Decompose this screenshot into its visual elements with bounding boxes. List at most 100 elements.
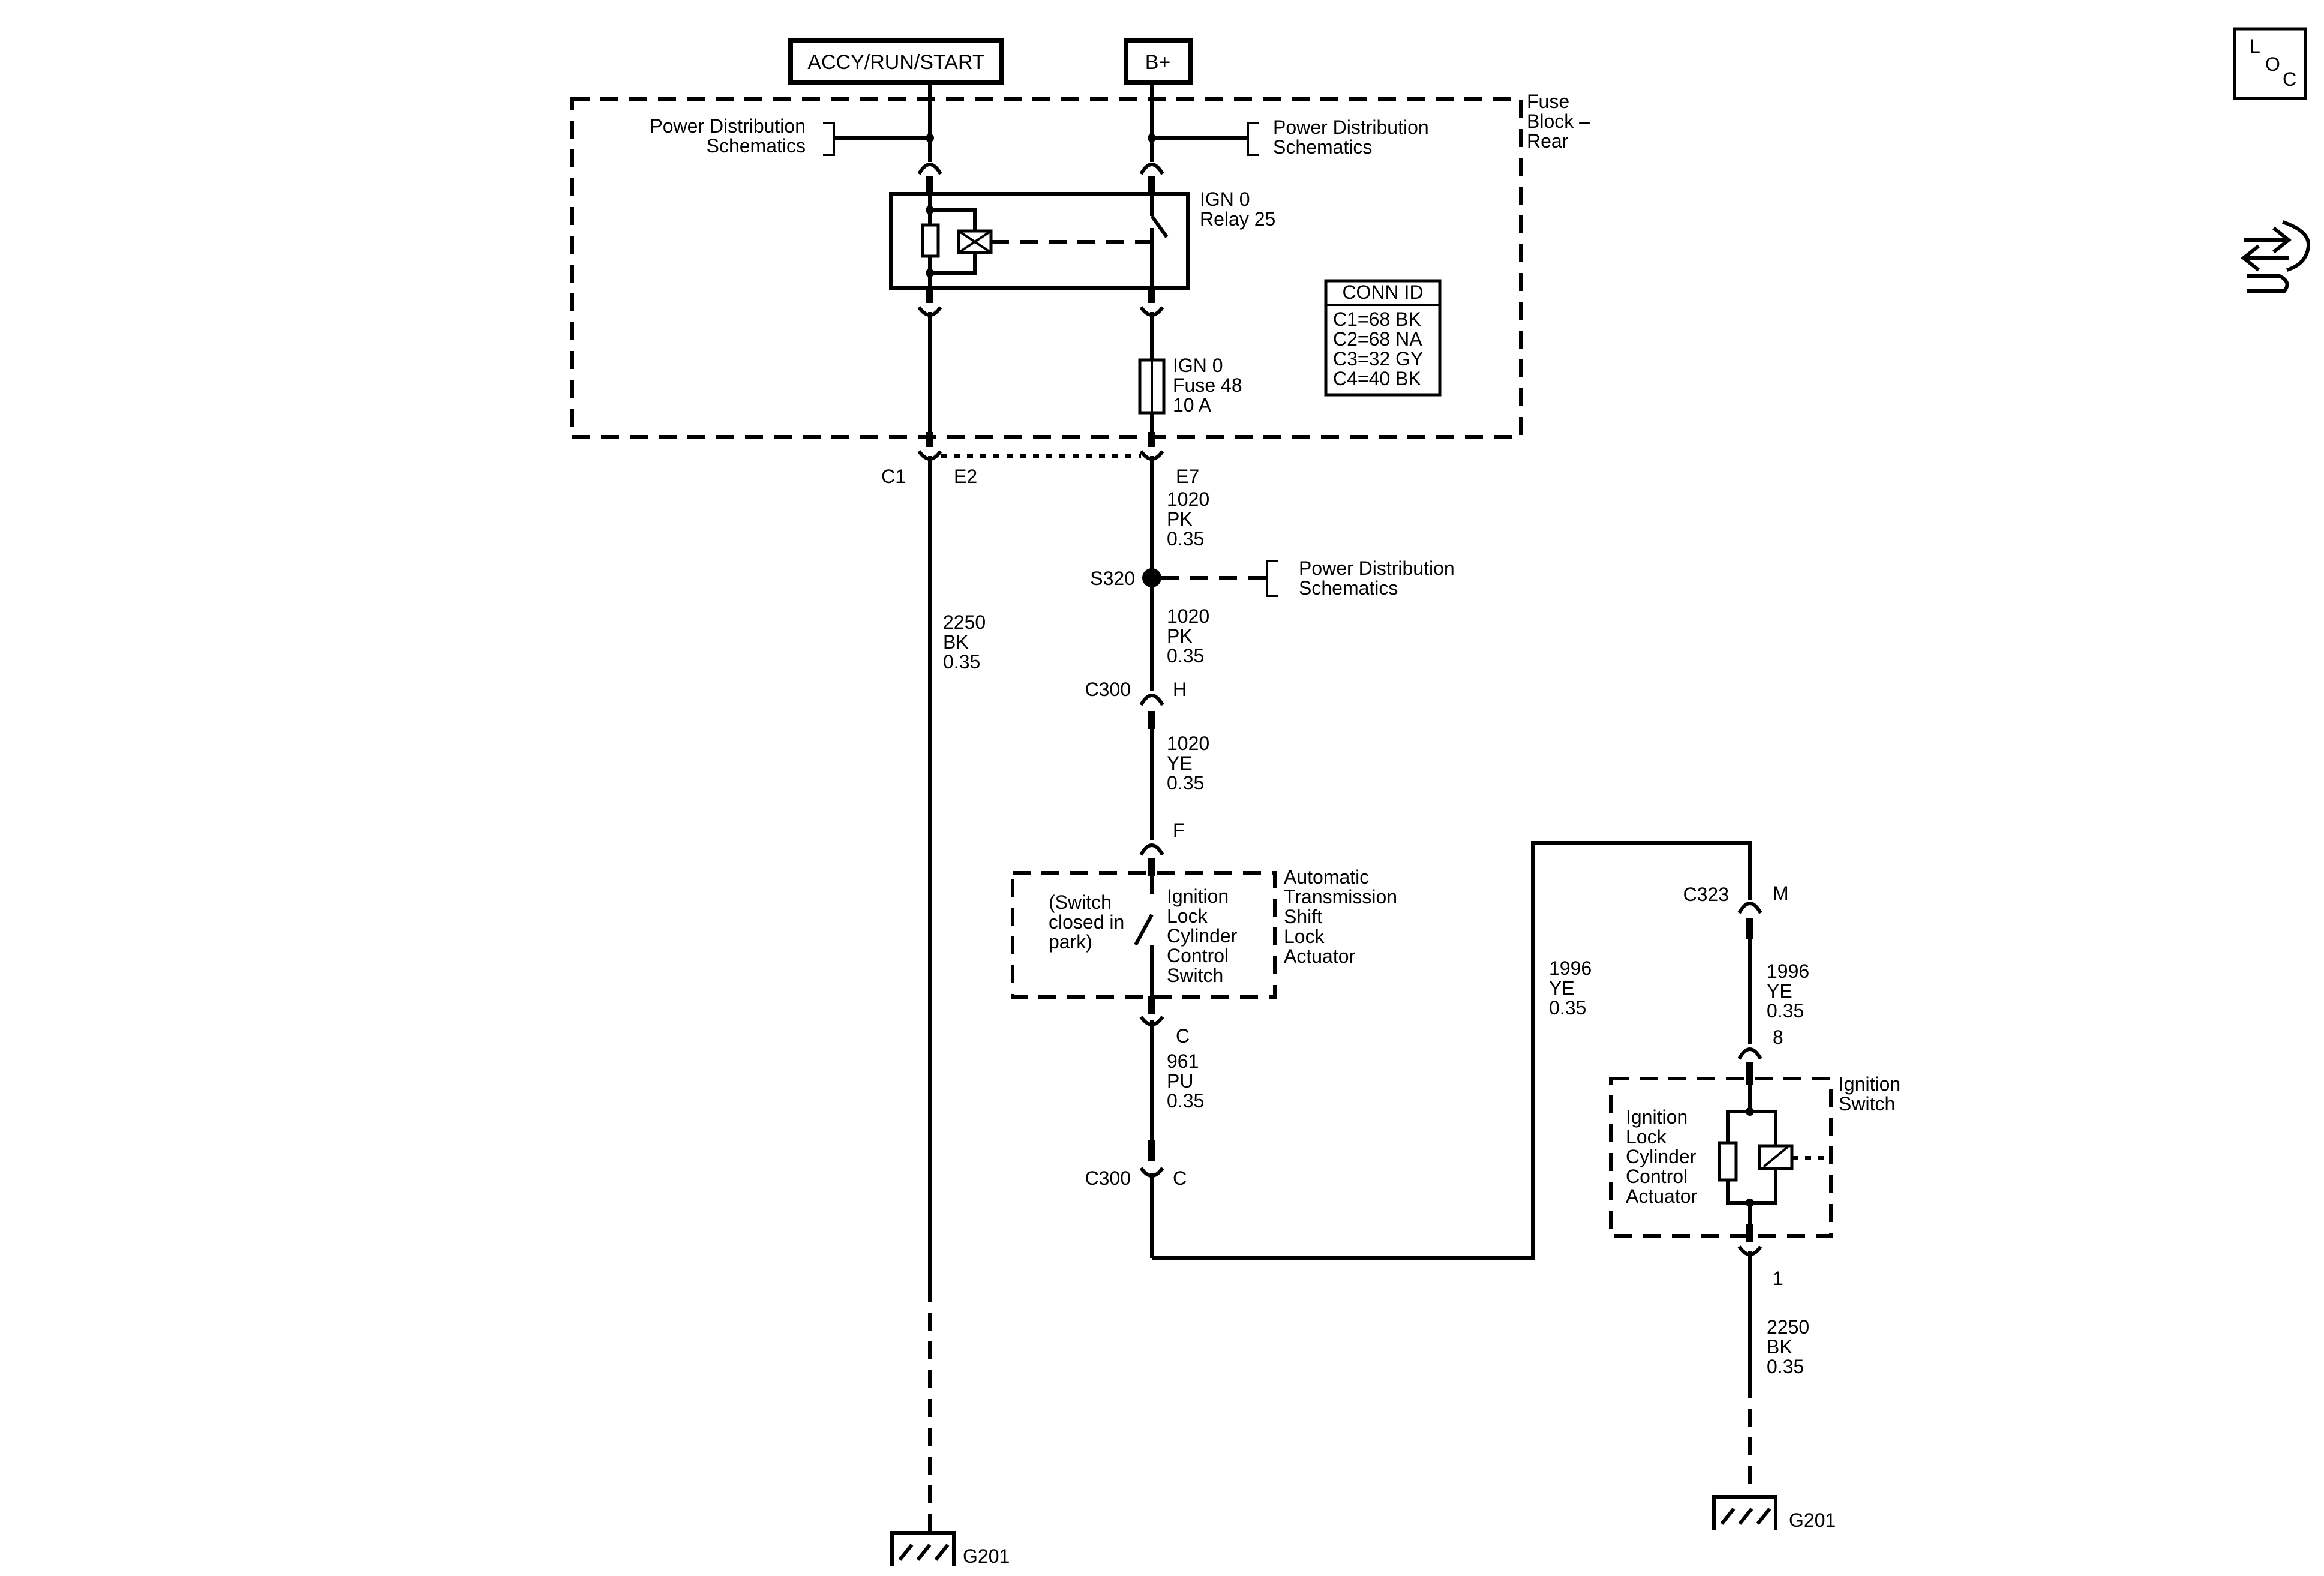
wire-label-961-pu: 961 PU 0.35 — [1167, 1050, 1204, 1112]
shift-lock-actuator-title: Automatic Transmission Shift Lock Actuat… — [1284, 866, 1397, 967]
svg-text:YE: YE — [1549, 977, 1575, 999]
svg-text:BK: BK — [943, 631, 969, 653]
svg-text:0.35: 0.35 — [943, 651, 980, 673]
svg-text:PK: PK — [1167, 508, 1193, 530]
svg-text:Automatic: Automatic — [1284, 866, 1369, 888]
conn-id-row: C2=68 NA — [1333, 328, 1422, 350]
pin-c300-top: C300 — [1085, 679, 1131, 700]
svg-text:1020: 1020 — [1167, 488, 1209, 510]
wire-label-2250-bk-left: 2250 BK 0.35 — [943, 611, 986, 673]
svg-text:Transmission: Transmission — [1284, 886, 1397, 908]
svg-text:Lock: Lock — [1167, 905, 1208, 927]
svg-text:0.35: 0.35 — [1549, 997, 1586, 1019]
ignition-switch-boundary — [1609, 1077, 1833, 1238]
svg-text:Switch: Switch — [1839, 1093, 1895, 1115]
pin-e2: E2 — [954, 466, 977, 487]
pds-left-label[interactable]: Power Distribution Schematics — [650, 115, 806, 157]
svg-text:0.35: 0.35 — [1167, 645, 1204, 667]
wire-label-1020-ye: 1020 YE 0.35 — [1167, 733, 1209, 794]
pin-8: 8 — [1773, 1026, 1783, 1048]
conn-id-header: CONN ID — [1342, 281, 1423, 303]
svg-text:Switch: Switch — [1167, 965, 1223, 986]
svg-text:IGN 0: IGN 0 — [1173, 355, 1223, 376]
left-circuit — [823, 82, 942, 1533]
bplus-label: B+ — [1145, 51, 1171, 74]
svg-text:PK: PK — [1167, 625, 1193, 647]
svg-text:Cylinder: Cylinder — [1167, 925, 1238, 947]
svg-text:PU: PU — [1167, 1070, 1193, 1092]
pin-h: H — [1173, 679, 1187, 700]
svg-text:Schematics: Schematics — [1273, 136, 1372, 158]
svg-text:10 A: 10 A — [1173, 394, 1212, 416]
fuse-48-label: IGN 0 Fuse 48 10 A — [1173, 355, 1242, 416]
loc-l: L — [2250, 35, 2260, 57]
pin-f: F — [1173, 819, 1185, 841]
pin-1: 1 — [1773, 1268, 1783, 1289]
pin-c-lower: C — [1176, 1025, 1190, 1047]
svg-text:Cylinder: Cylinder — [1626, 1146, 1697, 1167]
conn-id-table: CONN ID C1=68 BK C2=68 NA C3=32 GY C4=40… — [1324, 279, 1442, 397]
svg-text:Actuator: Actuator — [1626, 1185, 1698, 1207]
svg-text:Power Distribution: Power Distribution — [1273, 116, 1429, 138]
conn-id-row: C3=32 GY — [1333, 348, 1423, 370]
svg-text:0.35: 0.35 — [1167, 1090, 1204, 1112]
pds-right-label[interactable]: Power Distribution Schematics — [1273, 116, 1429, 158]
svg-text:Lock: Lock — [1626, 1126, 1667, 1148]
svg-text:0.35: 0.35 — [1167, 528, 1204, 550]
splice-s320-label: S320 — [1090, 568, 1135, 589]
wire-label-1996-ye-loop: 1996 YE 0.35 — [1549, 957, 1592, 1019]
wire-label-1020-pk-a: 1020 PK 0.35 — [1167, 488, 1209, 550]
svg-text:Lock: Lock — [1284, 926, 1325, 947]
svg-text:Ignition: Ignition — [1626, 1106, 1688, 1128]
right-circuit — [941, 82, 1752, 1260]
svg-text:1020: 1020 — [1167, 733, 1209, 754]
svg-text:1996: 1996 — [1767, 960, 1809, 982]
ignition-lock-cylinder-control-switch-label: Ignition Lock Cylinder Control Switch — [1167, 885, 1238, 986]
svg-text:Control: Control — [1626, 1166, 1688, 1187]
svg-text:Shift: Shift — [1284, 906, 1322, 927]
svg-text:Ignition: Ignition — [1167, 885, 1229, 907]
relay-label-1: IGN 0 — [1200, 188, 1250, 210]
connector-view-icon[interactable] — [2241, 220, 2311, 293]
svg-text:2250: 2250 — [1767, 1316, 1809, 1338]
svg-text:Control: Control — [1167, 945, 1229, 966]
svg-text:0.35: 0.35 — [1767, 1000, 1804, 1022]
switch-closed-note: (Switch closed in park) — [1049, 891, 1124, 953]
pin-c323: C323 — [1683, 884, 1730, 905]
conn-id-row: C1=68 BK — [1333, 308, 1421, 330]
loc-c: C — [2283, 68, 2296, 90]
svg-text:BK: BK — [1767, 1336, 1792, 1358]
shift-lock-actuator-boundary — [1011, 871, 1277, 999]
fuse-block-label: Fuse Block – Rear — [1527, 91, 1590, 152]
fuse-block-boundary — [570, 97, 1523, 439]
svg-text:closed in: closed in — [1049, 911, 1124, 933]
ground-right-g201: G201 — [1712, 1495, 1836, 1531]
svg-text:Fuse 48: Fuse 48 — [1173, 374, 1242, 396]
pin-c1: C1 — [881, 466, 906, 487]
svg-text:0.35: 0.35 — [1767, 1356, 1804, 1377]
pds-splice-label[interactable]: Power Distribution Schematics — [1299, 557, 1455, 599]
svg-text:Schematics: Schematics — [1299, 577, 1398, 599]
svg-text:1996: 1996 — [1549, 957, 1592, 979]
svg-text:Actuator: Actuator — [1284, 945, 1356, 967]
ignition-lock-cylinder-control-actuator-label: Ignition Lock Cylinder Control Actuator — [1626, 1106, 1698, 1207]
splice-s320 — [1142, 568, 1161, 587]
loc-o: O — [2265, 53, 2280, 75]
loc-icon[interactable]: L O C — [2233, 27, 2307, 100]
accy-run-start-label: ACCY/RUN/START — [807, 51, 984, 74]
bplus-source: B+ — [1124, 38, 1193, 85]
svg-text:G201: G201 — [1789, 1509, 1836, 1531]
pin-e7: E7 — [1176, 466, 1199, 487]
svg-text:Power Distribution: Power Distribution — [1299, 557, 1455, 579]
svg-text:Ignition: Ignition — [1839, 1073, 1900, 1095]
svg-text:YE: YE — [1167, 752, 1193, 774]
ign0-relay-25: IGN 0 Relay 25 — [889, 188, 1275, 290]
ignition-switch-circuit — [1718, 902, 1828, 1497]
ground-left-g201: G201 — [890, 1531, 1010, 1567]
svg-text:Rear: Rear — [1527, 130, 1569, 152]
svg-text:(Switch: (Switch — [1049, 891, 1112, 913]
svg-text:Block –: Block – — [1527, 110, 1590, 132]
pin-m: M — [1773, 882, 1789, 904]
